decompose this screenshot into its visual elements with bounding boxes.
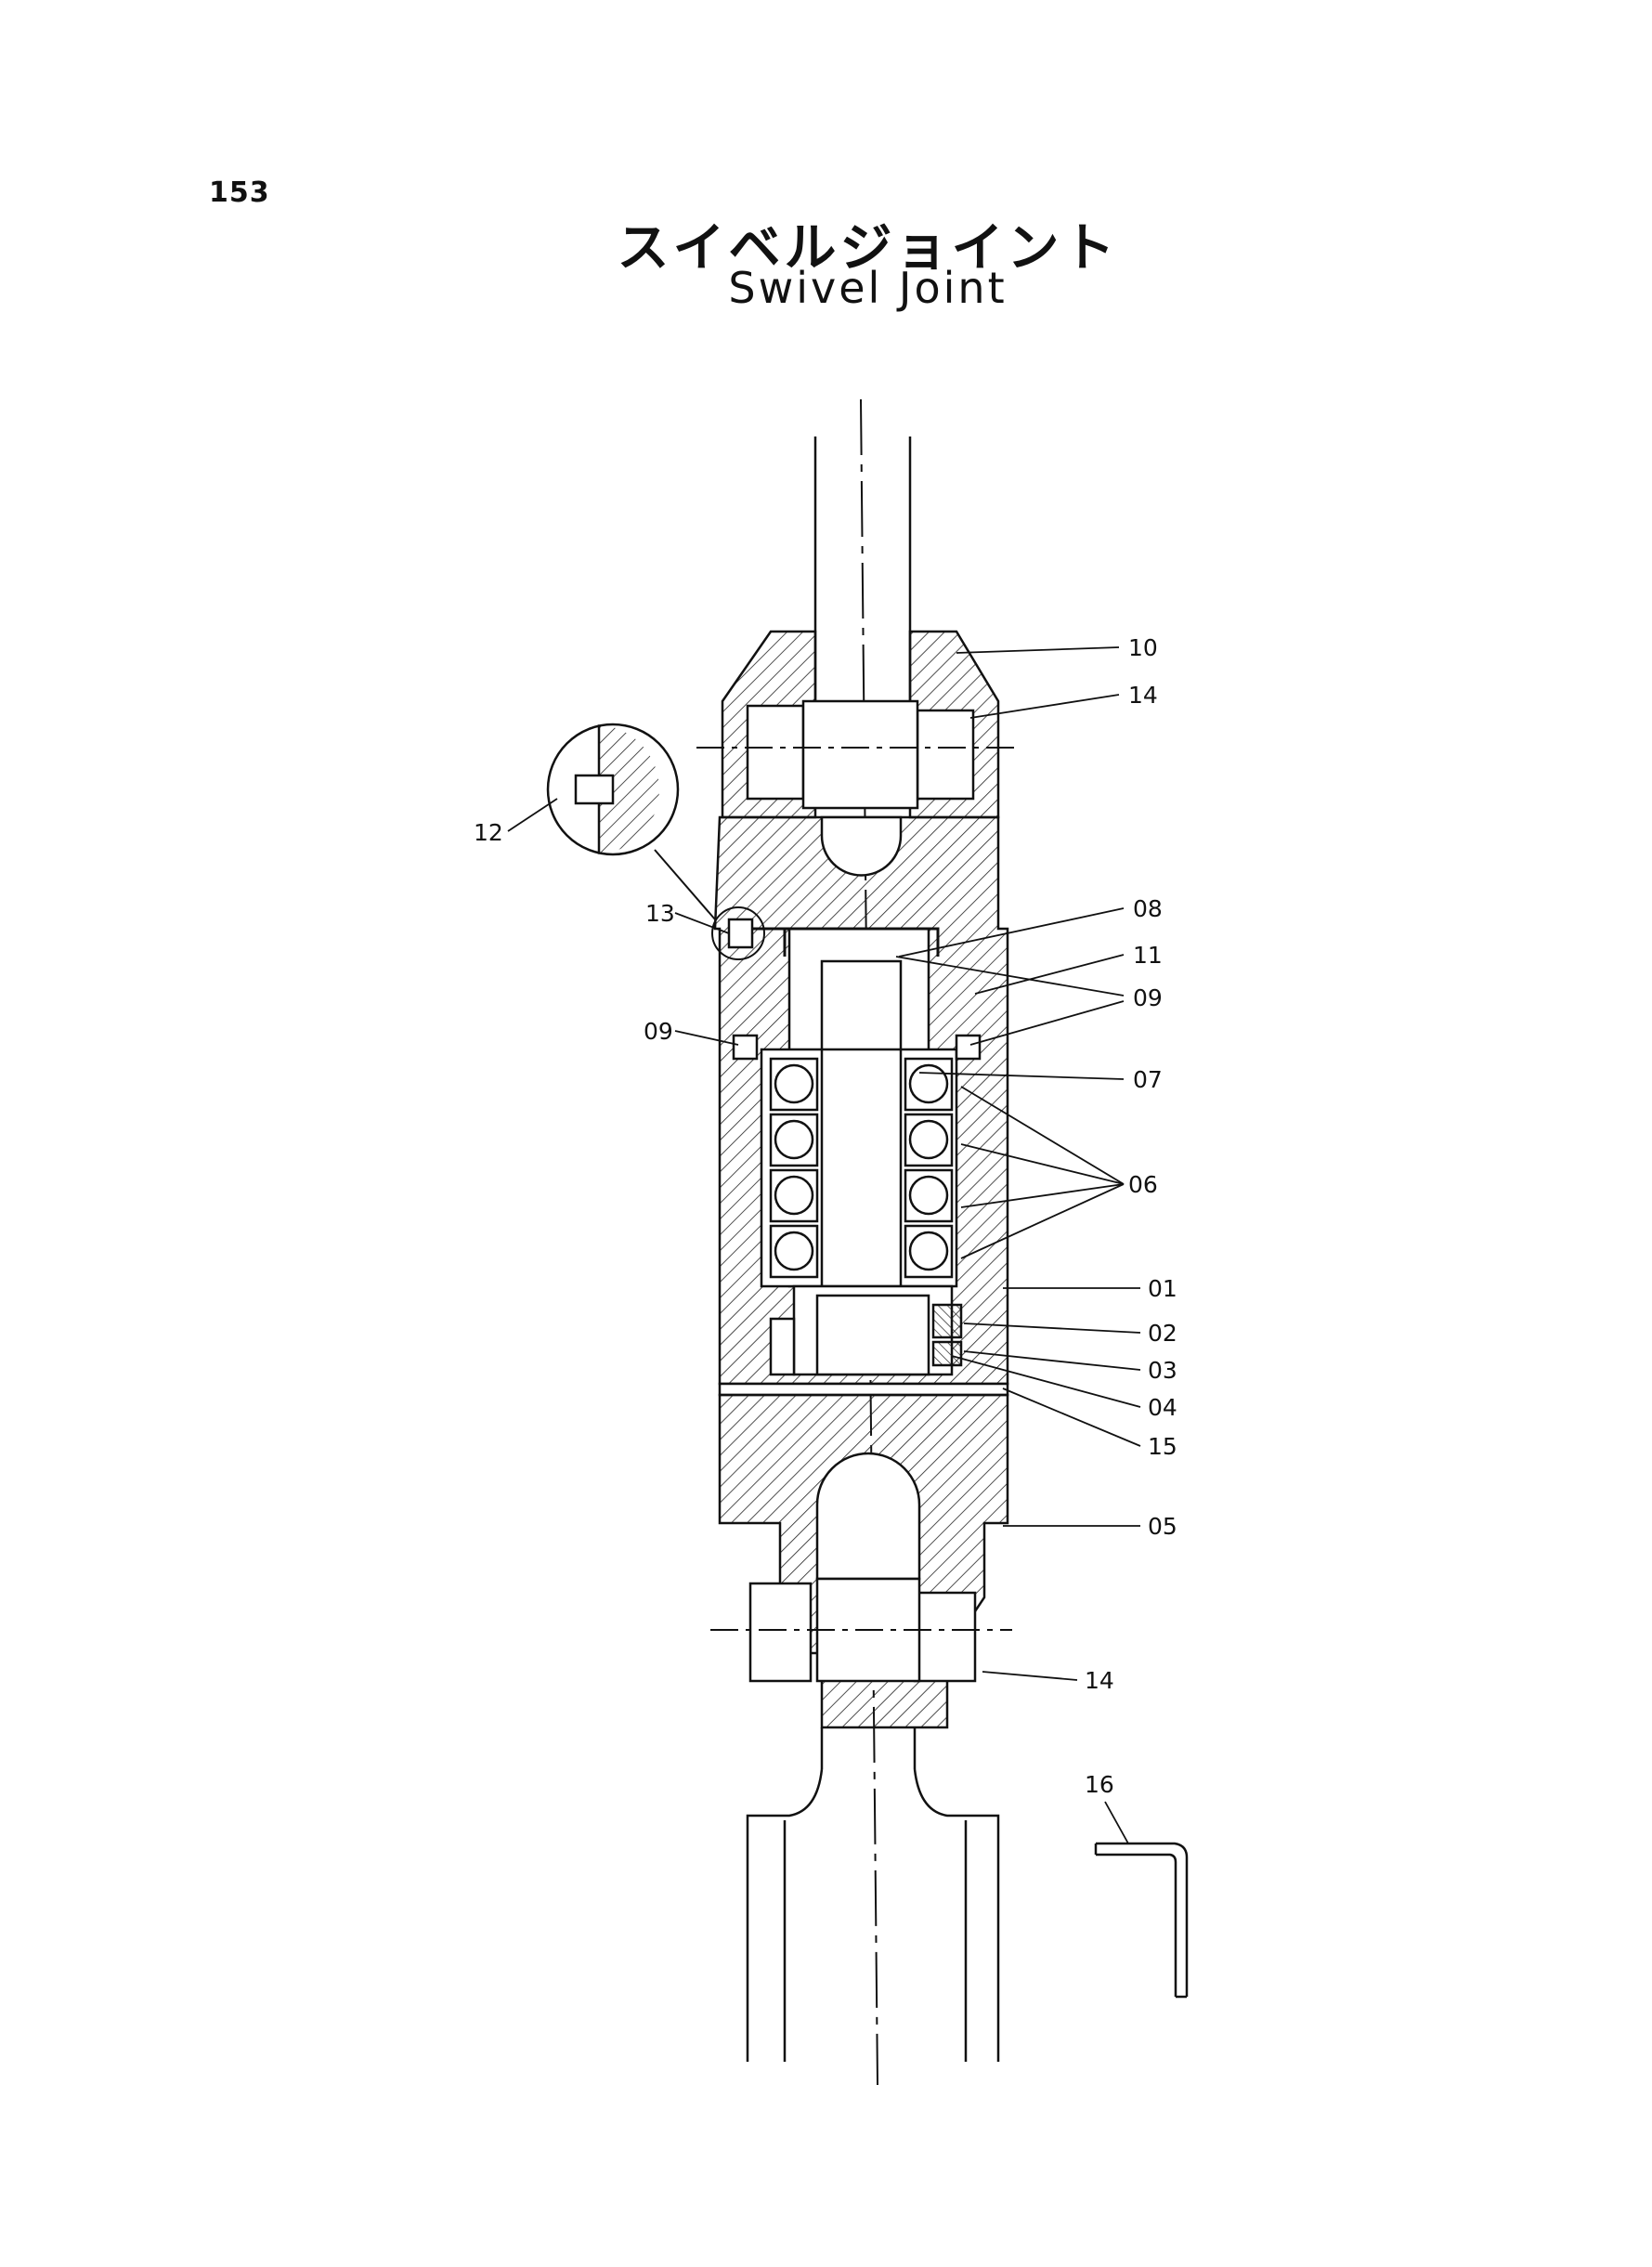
callout-04: 04 (1148, 1394, 1177, 1421)
callout-15: 15 (1148, 1433, 1177, 1460)
callout-12: 12 (474, 819, 503, 846)
leader-lines (507, 646, 1141, 1844)
callout-09-right: 09 (1133, 984, 1163, 1011)
page-number: 153 (209, 176, 270, 209)
callout-01: 01 (1148, 1275, 1177, 1302)
callout-14-bottom: 14 (1085, 1667, 1114, 1694)
title-japanese: スイベルジョイント (617, 218, 1119, 279)
callout-08: 08 (1133, 895, 1163, 922)
callout-09-left: 09 (644, 1018, 673, 1045)
plate (718, 1382, 1009, 1397)
callout-14-top: 14 (1128, 682, 1158, 709)
callout-03: 03 (1148, 1357, 1177, 1384)
detail-circle (546, 723, 765, 960)
allen-key (1094, 1842, 1189, 1999)
callout-10: 10 (1128, 634, 1158, 661)
callout-11: 11 (1133, 942, 1163, 969)
callout-16: 16 (1085, 1771, 1114, 1798)
callout-06: 06 (1128, 1171, 1158, 1198)
main-body (713, 815, 1009, 1386)
callout-07: 07 (1133, 1066, 1163, 1093)
title-english: Swivel Joint (728, 263, 1008, 313)
callout-02: 02 (1148, 1320, 1177, 1347)
bottom-shaft (746, 1727, 1000, 2062)
lower-body (710, 1393, 1012, 1729)
callout-05: 05 (1148, 1513, 1177, 1540)
bearings (769, 1057, 954, 1279)
callout-13: 13 (645, 900, 675, 927)
top-clamp (696, 630, 1021, 819)
